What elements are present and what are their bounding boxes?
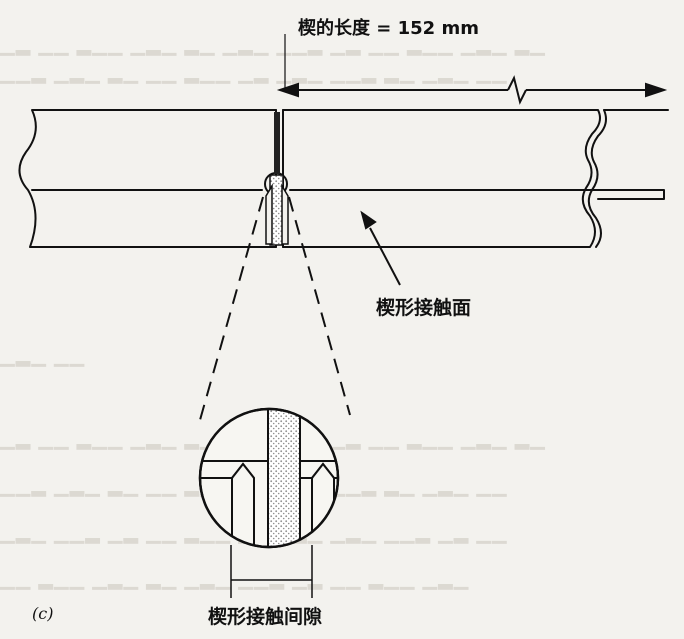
contact-surface-leader — [369, 227, 401, 286]
wedge-contact-gap-label: 楔形接触间隙 — [208, 606, 323, 628]
magnified-left-wedge-tip — [231, 462, 255, 479]
joint-wedge-shape — [265, 183, 289, 245]
projection-line-left — [199, 196, 264, 421]
panel-label: (c) — [32, 604, 54, 623]
dimension-arrowhead-right — [645, 82, 668, 98]
dimension-line-break — [507, 75, 527, 105]
bleed-through-line: ▁▁▂ ▁▂▁ ▂▁ ▁▁ ▂▁▁ ▁▂ ▁▂▁ ▁▁▂ ▂▁ ▁▂▁ ▁▁ — [0, 62, 508, 84]
joint-gap-top — [274, 112, 280, 174]
dimension-arrowhead-left — [276, 82, 299, 98]
projection-line-right — [288, 196, 351, 416]
magnified-right-wedge-tip — [311, 462, 335, 479]
wedge-contact-surface-label: 楔形接触面 — [376, 297, 472, 319]
bleed-through-line: ▁▁ ▂▁▁ ▁▂▁ ▂▁ ▁▂▁ ▁▁▂ ▁▂ ▁▁ ▂▁▁ ▁▂▁ — [0, 568, 470, 590]
right-bar-outline — [282, 109, 601, 248]
magnified-gap-fill — [267, 409, 301, 547]
right-bar-tail — [597, 189, 665, 200]
left-bar-outline — [18, 109, 277, 248]
magnified-detail — [198, 407, 340, 549]
bleed-through-line: ▁▂▁ ▁▁ — [0, 345, 86, 367]
wedge-length-label: 楔的长度 = 152 mm — [298, 18, 479, 39]
bleed-through-line: ▁▂ ▁▁ ▂▁▁ ▁▂▁ ▂▁ ▁▂▁ ▁▁▂ ▁▂ ▁▁ ▂▁▁ ▁▂▁ ▂… — [0, 34, 546, 56]
right-bar-break-line — [587, 109, 607, 248]
contact-surface-arrowhead — [360, 210, 377, 230]
